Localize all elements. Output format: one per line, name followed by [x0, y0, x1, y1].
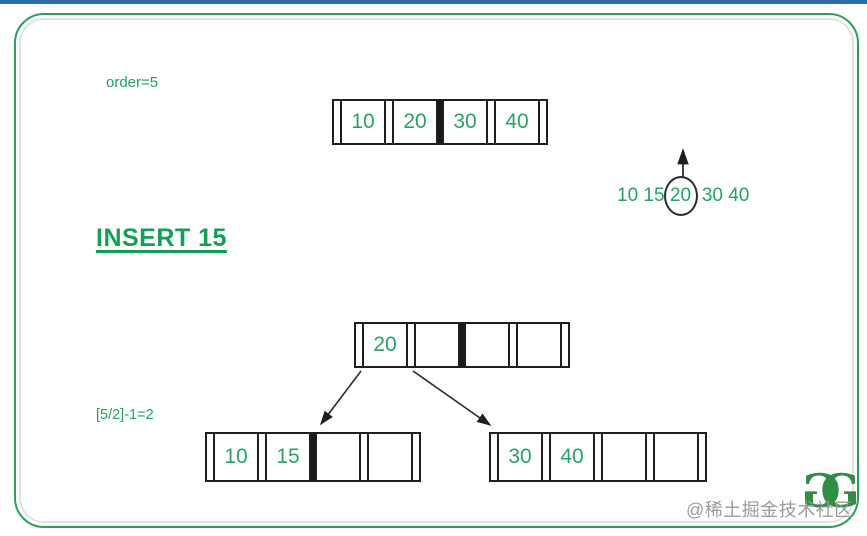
sequence-before-median: 10 15	[617, 185, 665, 206]
geeksforgeeks-logo: G G	[801, 465, 859, 513]
logo-letter-g2: G	[820, 465, 859, 513]
btree-node-root: 20	[354, 322, 570, 368]
slide-frame	[14, 13, 859, 528]
node-cell	[414, 322, 460, 368]
sequence-after-median: 30 40	[696, 185, 750, 206]
node-pointer-slot	[411, 432, 421, 482]
window-top-bar	[0, 0, 867, 4]
node-cell	[315, 432, 361, 482]
btree-node-left-child: 10 15	[205, 432, 421, 482]
node-cell: 30	[442, 99, 488, 145]
node-cell	[367, 432, 413, 482]
node-cell: 15	[265, 432, 311, 482]
node-cell: 20	[392, 99, 438, 145]
node-cell	[516, 322, 562, 368]
split-formula-label: [5/2]-1=2	[96, 407, 154, 423]
node-pointer-slot	[538, 99, 548, 145]
logo-letter-g1: G	[801, 465, 840, 513]
node-pointer-slot	[697, 432, 707, 482]
node-cell	[601, 432, 647, 482]
median-key: 20	[669, 185, 692, 206]
btree-node-right-child: 30 40	[489, 432, 707, 482]
node-pointer-slot	[560, 322, 570, 368]
watermark-text: @稀土掘金技术社区	[686, 500, 853, 520]
key-sequence: 10 15 20 30 40	[617, 176, 749, 216]
btree-node-initial: 10 20 30 40	[332, 99, 548, 145]
slide-frame-inner-line	[19, 18, 854, 523]
node-cell: 10	[340, 99, 386, 145]
node-cell	[653, 432, 699, 482]
node-cell: 10	[213, 432, 259, 482]
insert-heading: INSERT 15	[96, 224, 227, 252]
node-cell: 40	[549, 432, 595, 482]
node-cell: 20	[362, 322, 408, 368]
node-cell: 30	[497, 432, 543, 482]
node-cell: 40	[494, 99, 540, 145]
median-circle: 20	[663, 176, 698, 216]
node-cell	[464, 322, 510, 368]
order-label: order=5	[106, 74, 159, 91]
